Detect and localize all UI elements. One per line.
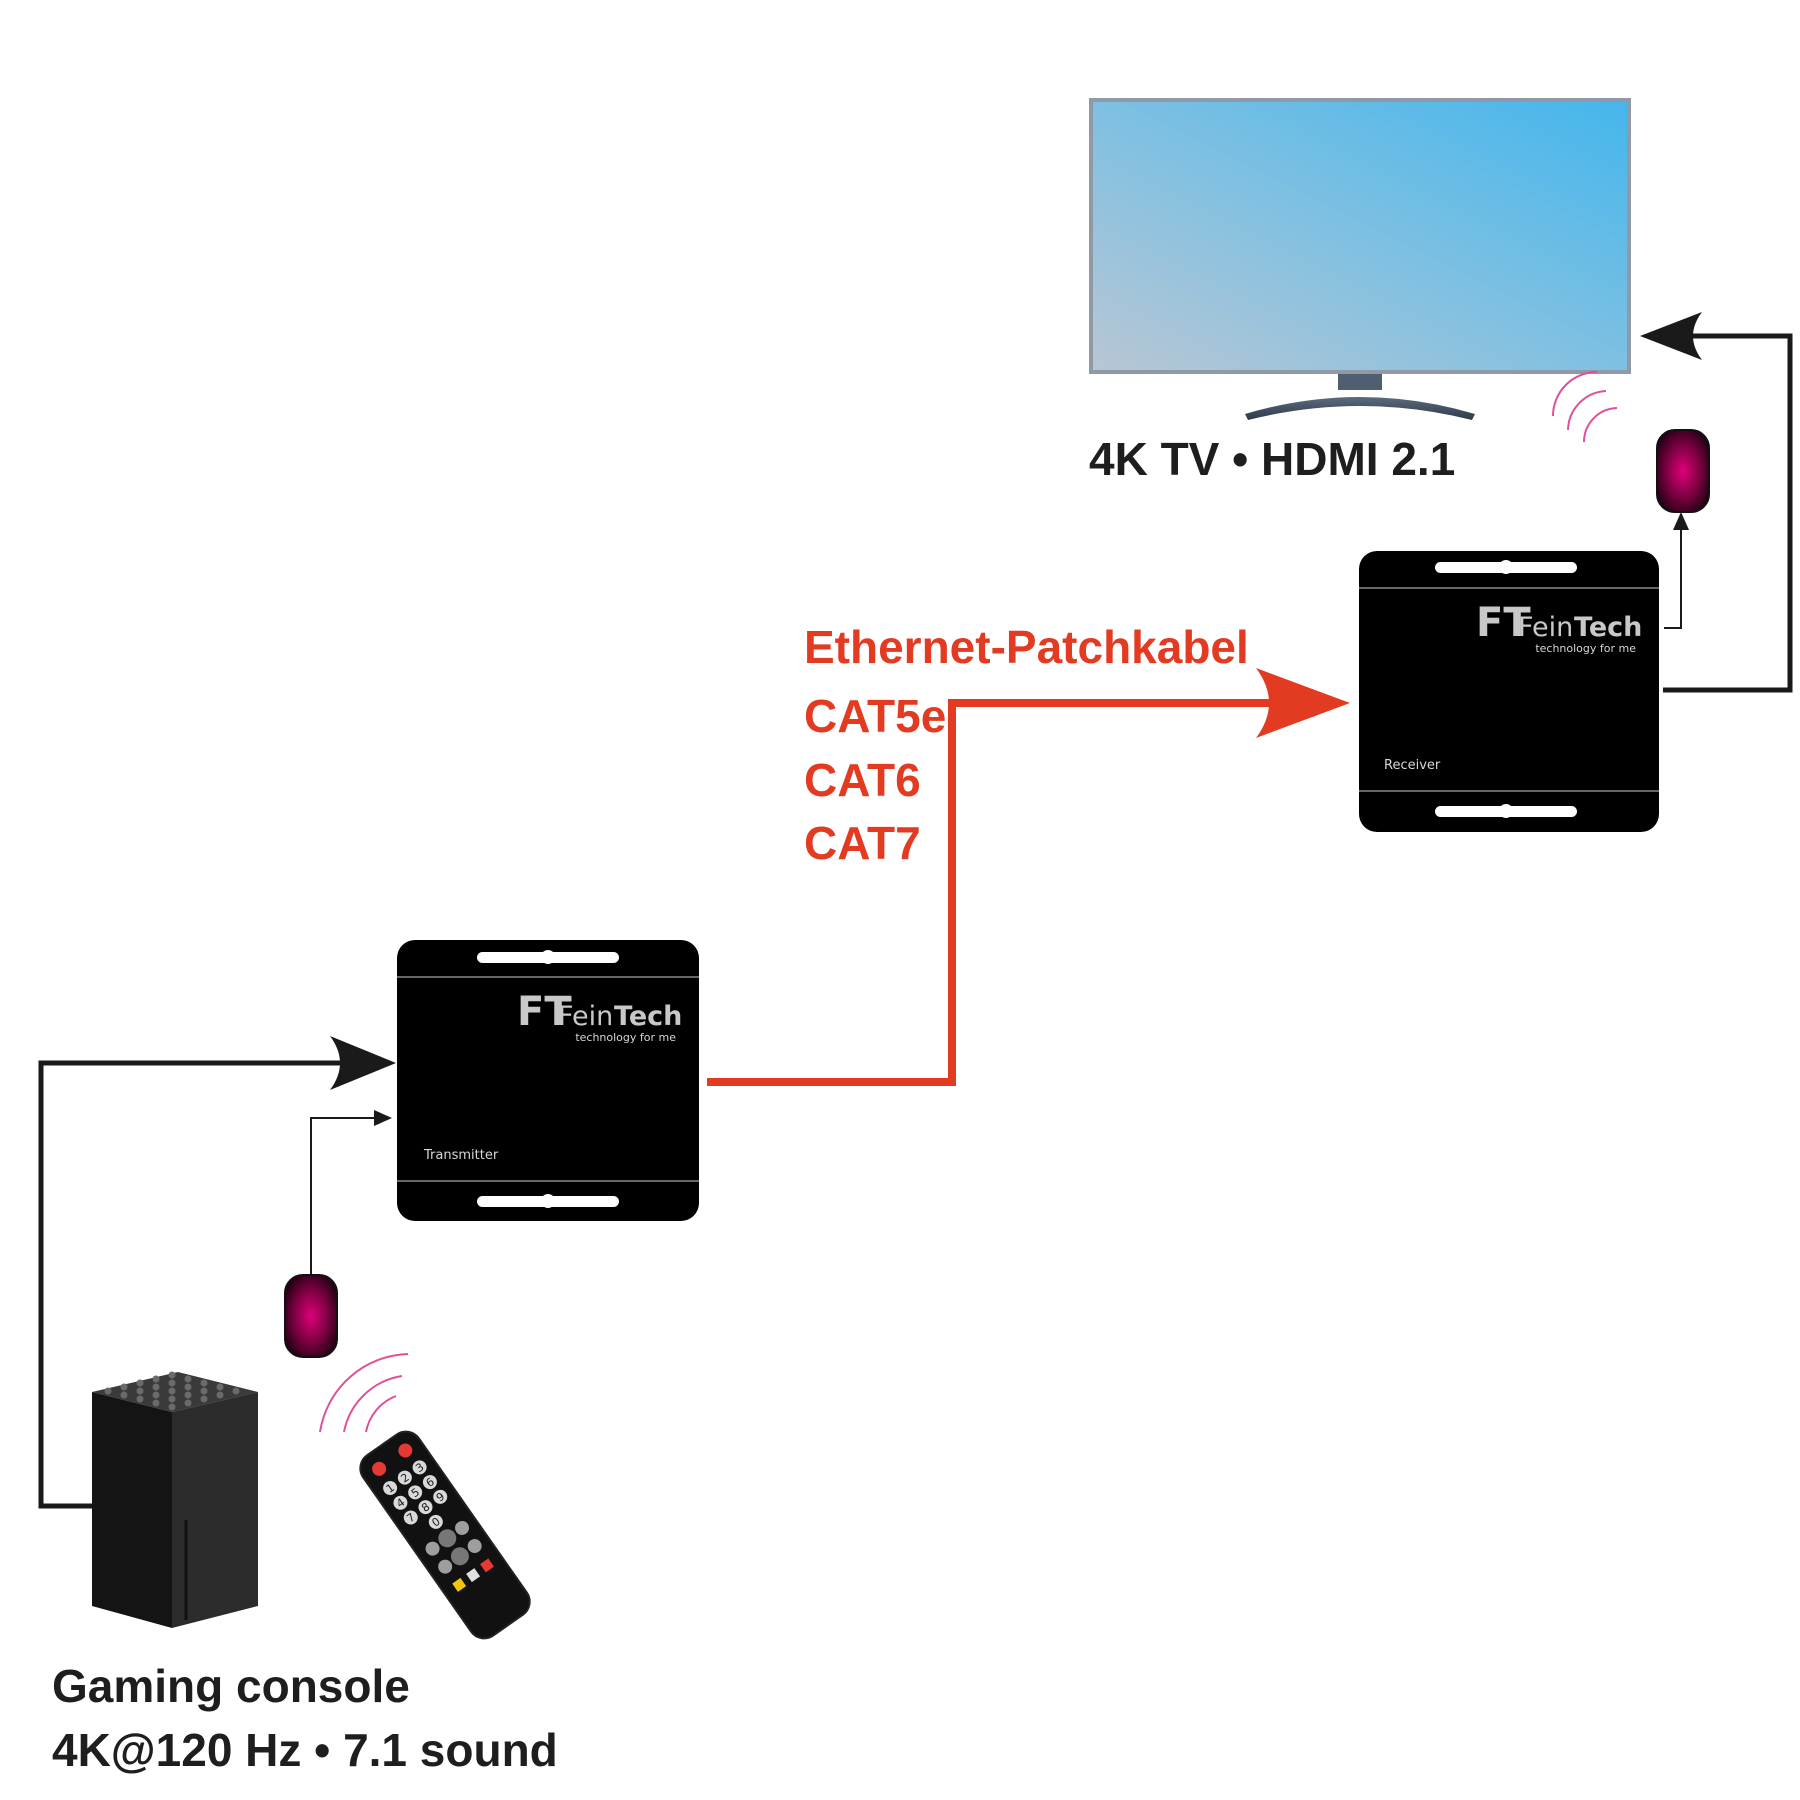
transmitter-label: Transmitter bbox=[423, 1148, 499, 1163]
remote-channel-down-button bbox=[438, 1559, 453, 1574]
receiver-brand-tech: Tech bbox=[1574, 612, 1642, 643]
receiver-ir-arrow-icon bbox=[1673, 512, 1689, 530]
transmitter-brand-tech: Tech bbox=[614, 1001, 682, 1032]
remote-power-button-alt bbox=[398, 1443, 413, 1458]
transmitter-ir-arrow-icon bbox=[374, 1110, 392, 1126]
hdmi-out-arrow-icon bbox=[1640, 312, 1702, 360]
transmitter-ir-cable bbox=[310, 1117, 378, 1276]
remote-ir-signal-icon bbox=[319, 1353, 409, 1433]
remote-volume-down-button bbox=[425, 1541, 440, 1556]
remote-power-button bbox=[372, 1461, 387, 1476]
tv bbox=[1089, 98, 1631, 420]
tv-neck bbox=[1338, 374, 1382, 390]
receiver-brand-mark: FT bbox=[1476, 600, 1531, 646]
receiver-device: FT Fein Tech technology for me Receiver bbox=[1359, 551, 1659, 832]
remote-down-button bbox=[450, 1547, 469, 1566]
ethernet-cable bbox=[707, 699, 1270, 1086]
receiver-tagline: technology for me bbox=[1535, 642, 1636, 655]
cable-type-cat6: CAT6 bbox=[804, 754, 921, 806]
console-label-line1: Gaming console bbox=[52, 1660, 410, 1712]
ethernet-arrow-icon bbox=[1256, 668, 1350, 738]
console-label-line2: 4K@120 Hz • 7.1 sound bbox=[52, 1724, 558, 1776]
console-vent-grid bbox=[104, 1371, 240, 1411]
hdmi-in-cable bbox=[38, 1060, 350, 1509]
remote-white-button bbox=[466, 1568, 481, 1583]
receiver-body bbox=[1359, 551, 1659, 832]
hdmi-out-cable bbox=[1663, 333, 1793, 693]
transmitter-brand-fein: Fein bbox=[558, 1001, 613, 1032]
hdmi-in-arrow-icon bbox=[330, 1036, 396, 1090]
transmitter-brand-mark: FT bbox=[517, 989, 572, 1035]
receiver-ir-cable bbox=[1664, 522, 1682, 629]
transmitter-body bbox=[397, 940, 699, 1221]
transmitter-device: FT Fein Tech technology for me Transmitt… bbox=[397, 940, 699, 1221]
transmitter-tagline: technology for me bbox=[575, 1031, 676, 1044]
receiver-brand-fein: Fein bbox=[1518, 612, 1573, 643]
receiver-ir-eye-icon bbox=[1656, 429, 1710, 513]
tv-stand bbox=[1245, 397, 1475, 420]
cable-title: Ethernet-Patchkabel bbox=[804, 621, 1249, 673]
transmitter-ir-eye-icon bbox=[284, 1274, 338, 1358]
remote-channel-up-button bbox=[467, 1538, 482, 1553]
cable-type-cat5e: CAT5e bbox=[804, 690, 946, 742]
remote-volume-up-button bbox=[455, 1520, 470, 1535]
cable-type-cat7: CAT7 bbox=[804, 817, 921, 869]
tv-screen bbox=[1093, 102, 1627, 370]
tv-label: 4K TV • HDMI 2.1 bbox=[1089, 433, 1455, 485]
receiver-ir-signal-icon bbox=[1552, 371, 1618, 443]
remote-control-icon: 1 2 3 4 5 6 7 8 9 0 bbox=[359, 1430, 531, 1640]
gaming-console-icon bbox=[92, 1371, 258, 1628]
receiver-label: Receiver bbox=[1384, 758, 1441, 773]
remote-yellow-button bbox=[452, 1577, 467, 1592]
remote-red-button bbox=[480, 1558, 494, 1573]
remote-up-button bbox=[438, 1529, 457, 1548]
